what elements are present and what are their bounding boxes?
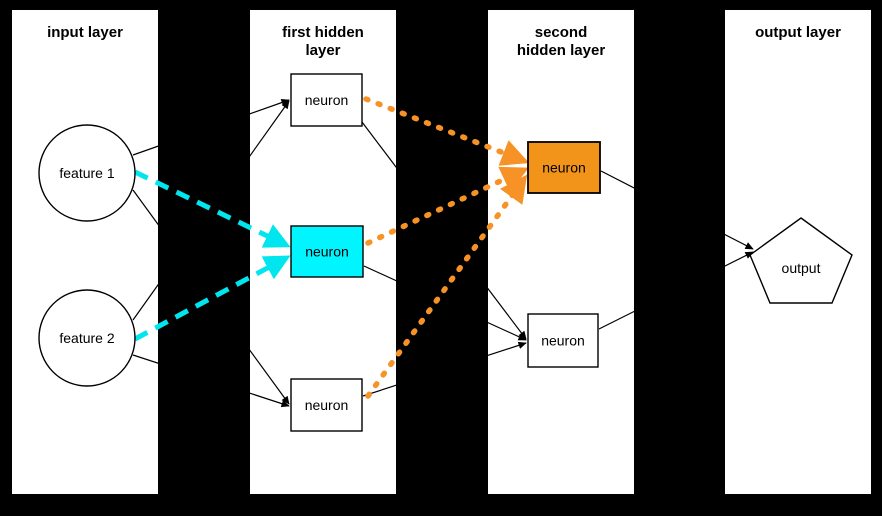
- node-hidden1-middle-highlighted[interactable]: neuron: [290, 225, 364, 278]
- edge-highlight-feature2-h1mid: [133, 255, 291, 342]
- edge-h2top-output: [600, 170, 754, 250]
- panel-title-first-hidden-layer: first hidden layer: [282, 24, 364, 60]
- hidden2-top-box[interactable]: [527, 141, 601, 194]
- black-edges: [132, 99, 754, 408]
- orange-highlight-edges: [363, 96, 530, 399]
- edge-highlight-h1mid-h2top: [365, 166, 529, 246]
- edge-feature2-h1bot: [132, 354, 290, 408]
- panel-title-second-hidden-layer: second hidden layer: [516, 24, 606, 60]
- hidden2-bottom-label: neuron: [541, 333, 585, 349]
- hidden1-middle-box[interactable]: [290, 225, 364, 278]
- edge-h1bot-h2bot: [362, 341, 527, 397]
- edge-highlight-h1bot-h2top: [365, 174, 528, 399]
- edge-h2bot-output: [598, 251, 754, 330]
- edge-h1mid-h2bot: [363, 265, 527, 341]
- hidden2-bottom-box[interactable]: [527, 313, 599, 368]
- hidden1-bottom-label: neuron: [305, 397, 349, 413]
- edge-highlight-h1top-h2top: [363, 96, 530, 166]
- edge-h1top-h2bot: [361, 121, 527, 340]
- feature-2-label: feature 2: [59, 330, 114, 346]
- feature-2-circle[interactable]: [38, 289, 136, 387]
- node-output[interactable]: output: [749, 217, 853, 304]
- edge-feature1-h1top: [132, 99, 290, 156]
- node-hidden1-bottom[interactable]: neuron: [290, 378, 363, 432]
- hidden1-bottom-box[interactable]: [290, 378, 363, 432]
- feature-1-circle[interactable]: [38, 124, 136, 222]
- node-feature-1[interactable]: feature 1: [38, 124, 136, 222]
- node-hidden1-top[interactable]: neuron: [290, 73, 363, 127]
- edge-highlight-feature1-h1mid: [133, 169, 291, 248]
- cyan-highlight-edges: [133, 169, 291, 342]
- panel-title-output-layer: output layer: [755, 24, 841, 41]
- output-label: output: [782, 260, 821, 276]
- edge-feature2-h1top: [132, 100, 290, 321]
- hidden1-middle-label: neuron: [305, 244, 349, 260]
- node-hidden2-bottom[interactable]: neuron: [527, 313, 599, 368]
- panel-second-hidden-layer: second hidden layer: [488, 10, 634, 494]
- hidden1-top-label: neuron: [305, 92, 349, 108]
- feature-1-label: feature 1: [59, 165, 114, 181]
- node-hidden2-top-highlighted[interactable]: neuron: [527, 141, 601, 194]
- output-pentagon[interactable]: [749, 217, 853, 304]
- panel-input-layer: input layer: [12, 10, 158, 494]
- hidden2-top-label: neuron: [542, 160, 586, 176]
- node-feature-2[interactable]: feature 2: [38, 289, 136, 387]
- edge-feature1-h1bot: [132, 189, 290, 405]
- panel-title-input-layer: input layer: [47, 24, 123, 41]
- hidden1-top-box[interactable]: [290, 73, 363, 127]
